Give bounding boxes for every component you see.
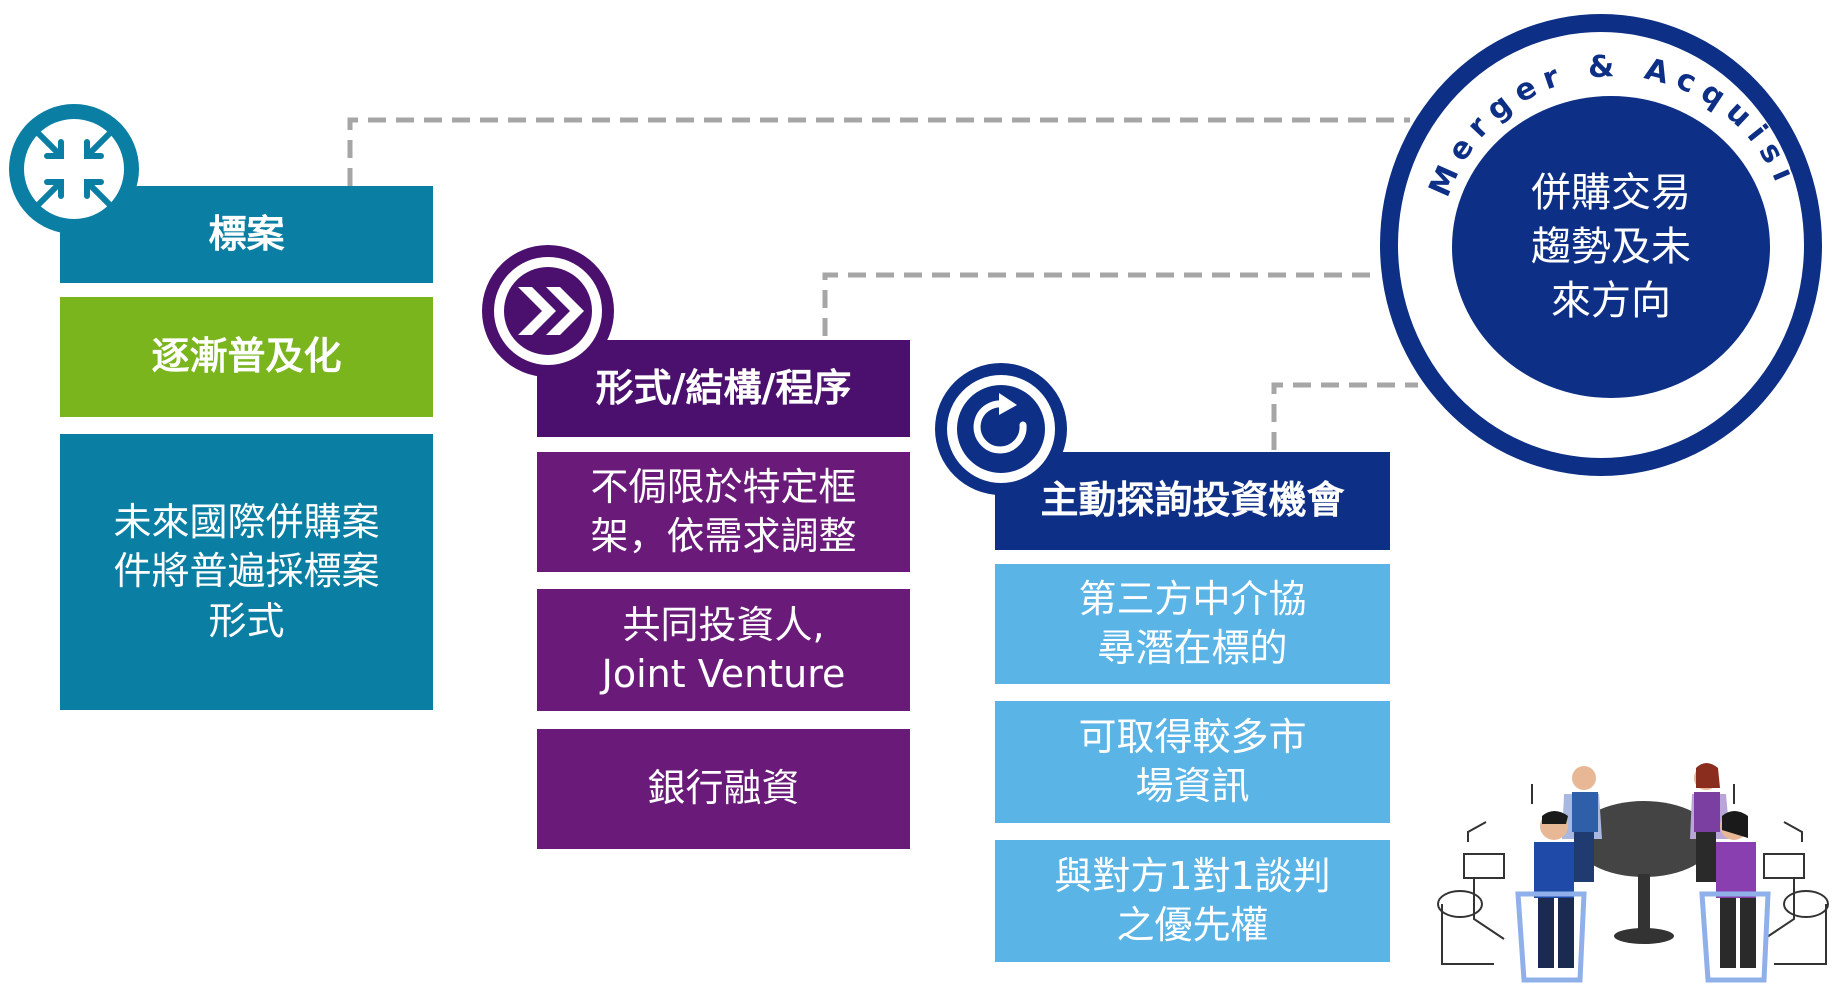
center-title: 併購交易 趨勢及未 來方向: [1452, 96, 1770, 398]
meeting-people-illustration: [1437, 763, 1829, 983]
col2-item-1: 不侷限於特定框 架，依需求調整: [537, 452, 910, 572]
col1-body: 未來國際併購案 件將普遍採標案 形式: [60, 434, 433, 710]
col2-item-3: 銀行融資: [537, 729, 910, 849]
arrows-converge-icon: [9, 104, 139, 234]
col3-item-3: 與對方1對1談判 之優先權: [995, 840, 1390, 962]
col3-header: 主動探詢投資機會: [995, 452, 1390, 550]
col2-item-2: 共同投資人, Joint Venture: [537, 589, 910, 711]
fast-forward-icon: [482, 245, 614, 377]
col3-item-2: 可取得較多市 場資訊: [995, 701, 1390, 823]
col3-item-1: 第三方中介協 尋潛在標的: [995, 564, 1390, 684]
col2-header: 形式/結構/程序: [537, 340, 910, 437]
refresh-icon: [935, 363, 1067, 495]
col1-subheader: 逐漸普及化: [60, 297, 433, 417]
